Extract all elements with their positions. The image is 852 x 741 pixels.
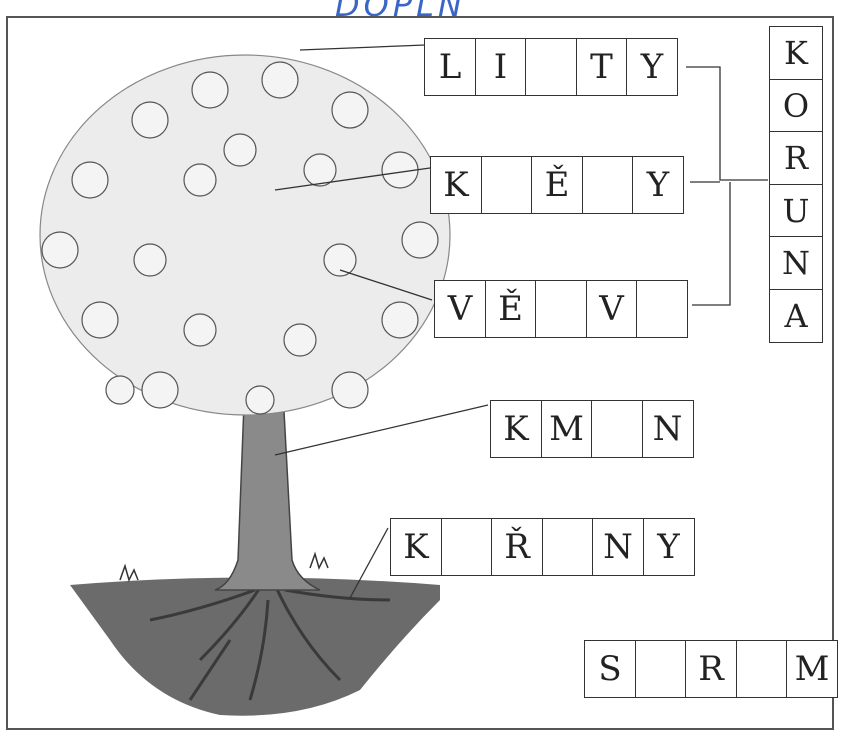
word-row-kmen: K M N [490, 400, 694, 458]
vertical-letter-box: N [769, 236, 823, 290]
word-row-semena: S R M [584, 640, 838, 698]
letter-box[interactable] [591, 400, 643, 458]
letter-box[interactable] [582, 156, 634, 214]
letter-box[interactable]: M [541, 400, 593, 458]
letter-box[interactable]: S [584, 640, 636, 698]
letter-box[interactable]: Y [626, 38, 678, 96]
letter-box[interactable] [481, 156, 533, 214]
letter-box[interactable]: V [434, 280, 486, 338]
letter-box[interactable]: N [592, 518, 644, 576]
vertical-letter-box: O [769, 79, 823, 133]
vertical-letter-box: U [769, 184, 823, 238]
letter-box[interactable] [736, 640, 788, 698]
tree-crown [40, 55, 450, 415]
letter-box[interactable]: Y [643, 518, 695, 576]
letter-box[interactable] [635, 640, 687, 698]
word-row-koreny: K Ř N Y [390, 518, 695, 576]
vertical-word-koruna: K O R U N A [769, 26, 823, 343]
letter-box[interactable]: Ř [491, 518, 543, 576]
letter-box[interactable]: T [576, 38, 628, 96]
letter-box[interactable]: I [475, 38, 527, 96]
letter-box[interactable]: V [586, 280, 638, 338]
letter-box[interactable] [441, 518, 493, 576]
letter-box[interactable]: K [430, 156, 482, 214]
vertical-letter-box: R [769, 131, 823, 185]
letter-box[interactable]: K [390, 518, 442, 576]
letter-box[interactable]: Ě [485, 280, 537, 338]
letter-box[interactable]: Ě [531, 156, 583, 214]
letter-box[interactable] [535, 280, 587, 338]
letter-box[interactable]: Y [632, 156, 684, 214]
soil [70, 578, 440, 716]
word-row-listy: L I T Y [424, 38, 678, 96]
letter-box[interactable] [636, 280, 688, 338]
letter-box[interactable]: M [786, 640, 838, 698]
letter-box[interactable]: L [424, 38, 476, 96]
word-row-vetve: V Ě V [434, 280, 688, 338]
letter-box[interactable]: R [685, 640, 737, 698]
vertical-letter-box: K [769, 26, 823, 80]
letter-box[interactable] [525, 38, 577, 96]
letter-box[interactable]: K [490, 400, 542, 458]
letter-box[interactable]: N [642, 400, 694, 458]
word-row-kvety: K Ě Y [430, 156, 684, 214]
vertical-letter-box: A [769, 289, 823, 343]
letter-box[interactable] [542, 518, 594, 576]
